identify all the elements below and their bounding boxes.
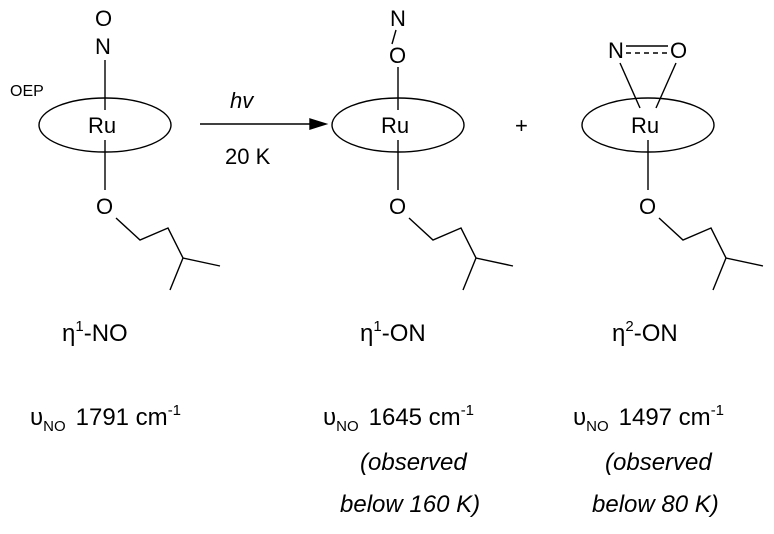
atom-n-nitrosyl: N [95,34,111,59]
note-line-2: below 80 K) [592,491,719,518]
arrow-condition-temperature: 20 K [225,144,271,169]
species-label-3: η2-ON [612,318,678,347]
bond-o-ru [655,62,677,109]
observation-note-3: (observed below 80 K) [592,449,719,518]
note-line-1: (observed [605,449,712,476]
freq-value: 1645 cm [369,404,461,431]
atom-o-sideon: O [670,38,687,63]
freq-subscript: NO [586,418,609,435]
label-hapticity: 2 [625,318,633,335]
atom-o-isonitrosyl: O [389,43,406,68]
frequency-2: υNO 1645 cm-1 [323,402,474,435]
label-hapticity: 1 [75,318,83,335]
plus-sign: + [515,113,528,138]
note-line-1: (observed [360,449,467,476]
arrow-condition-hv: hv [230,88,255,113]
complex-eta1-no: O N OEP Ru O [10,6,221,291]
atom-o-top: O [95,6,112,31]
bond-n-o [391,29,397,45]
freq-symbol: υ [573,404,586,431]
note-line-2: below 160 K) [340,491,480,518]
complex-eta1-on: N O Ru O [331,6,514,291]
atom-n-top: N [390,6,406,31]
species-label-2: η1-ON [360,318,426,347]
atom-o-alkoxide: O [639,194,656,219]
bond-n-ru [619,62,641,109]
label-ligand: -ON [382,320,426,347]
label-ligand: -NO [84,320,128,347]
freq-value: 1791 cm [76,404,168,431]
label-hapticity: 1 [373,318,381,335]
arrow-head [309,118,329,130]
atom-o-alkoxide: O [96,194,113,219]
species-label-1: η1-NO [62,318,128,347]
observation-note-2: (observed below 160 K) [340,449,480,518]
freq-value: 1497 cm [619,404,711,431]
label-ligand: -ON [634,320,678,347]
label-eta: η [62,320,75,347]
isoamyl-chain [658,217,764,291]
freq-unit-exponent: -1 [711,402,724,419]
atom-o-alkoxide: O [389,194,406,219]
isoamyl-chain [408,217,514,291]
reaction-arrow: hv 20 K [200,88,329,169]
ligand-label-oep: OEP [10,83,44,100]
label-eta: η [360,320,373,347]
frequency-3: υNO 1497 cm-1 [573,402,724,435]
freq-subscript: NO [336,418,359,435]
svg-text:η1-NO: η1-NO [62,318,128,347]
atom-ru: Ru [631,113,659,138]
svg-text:η2-ON: η2-ON [612,318,678,347]
atom-n-sideon: N [608,38,624,63]
svg-text:η1-ON: η1-ON [360,318,426,347]
atom-ru: Ru [88,113,116,138]
atom-ru: Ru [381,113,409,138]
isoamyl-chain [115,217,221,291]
frequency-1: υNO 1791 cm-1 [30,402,181,435]
freq-unit-exponent: -1 [461,402,474,419]
freq-subscript: NO [43,418,66,435]
label-eta: η [612,320,625,347]
freq-symbol: υ [323,404,336,431]
freq-unit-exponent: -1 [168,402,181,419]
complex-eta2-on: N O Ru O [581,38,764,291]
freq-symbol: υ [30,404,43,431]
